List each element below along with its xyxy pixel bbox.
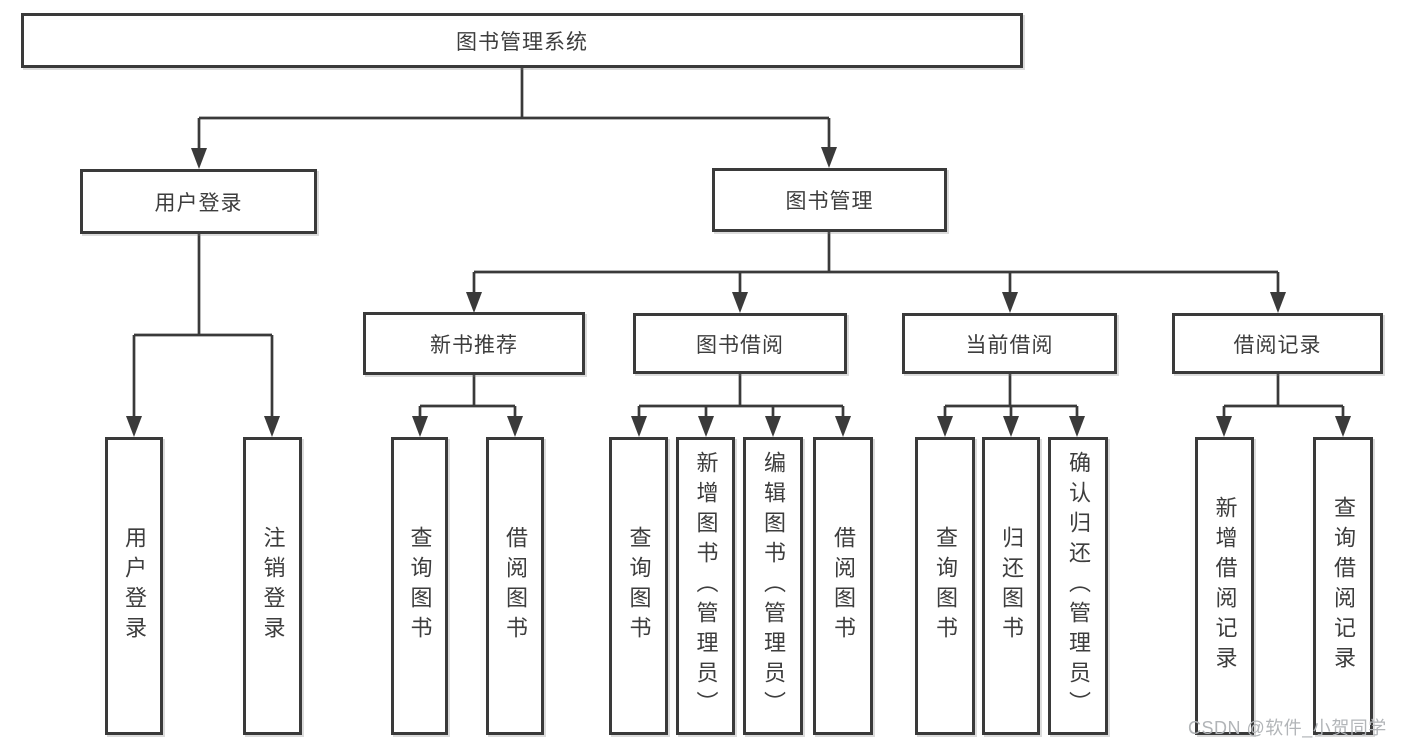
node-user-login: 用户登录 (80, 169, 317, 234)
node-borrowing-records: 借阅记录 (1172, 313, 1383, 374)
leaf-bb-borrow-books: 借阅图书 (813, 437, 873, 735)
connector-root-to-level2 (191, 66, 837, 169)
leaf-bb-edit-books-admin: 编辑图书（管理员） (743, 437, 803, 735)
leaf-bb-add-books-admin: 新增图书（管理员） (676, 437, 735, 735)
connector-user-login-to-leaves (126, 233, 280, 437)
leaf-user-login: 用户登录 (105, 437, 163, 735)
leaf-logout: 注销登录 (243, 437, 302, 735)
node-current-borrowing: 当前借阅 (902, 313, 1117, 374)
leaf-cb-query-books: 查询图书 (915, 437, 975, 735)
connector-current-borrowing-to-leaves (937, 374, 1085, 437)
leaf-nbr-borrow-books: 借阅图书 (486, 437, 544, 735)
node-book-borrowing: 图书借阅 (633, 313, 847, 374)
leaf-bb-query-books: 查询图书 (609, 437, 668, 735)
connector-book-borrowing-to-leaves (631, 374, 851, 437)
node-root-system: 图书管理系统 (21, 13, 1023, 68)
leaf-cb-return-books: 归还图书 (982, 437, 1040, 735)
watermark: CSDN @软件_小贺同学 (1188, 718, 1387, 738)
leaf-nbr-query-books: 查询图书 (391, 437, 448, 735)
connector-borrowing-records-to-leaves (1216, 374, 1351, 437)
leaf-br-query-record: 查询借阅记录 (1313, 437, 1373, 735)
connector-book-management-to-level3 (466, 232, 1286, 313)
node-new-book-recommend: 新书推荐 (363, 312, 585, 375)
leaf-br-add-record: 新增借阅记录 (1195, 437, 1254, 735)
connector-new-book-recommend-to-leaves (412, 374, 523, 437)
node-book-management: 图书管理 (712, 168, 947, 232)
leaf-cb-confirm-return-admin: 确认归还（管理员） (1048, 437, 1108, 735)
